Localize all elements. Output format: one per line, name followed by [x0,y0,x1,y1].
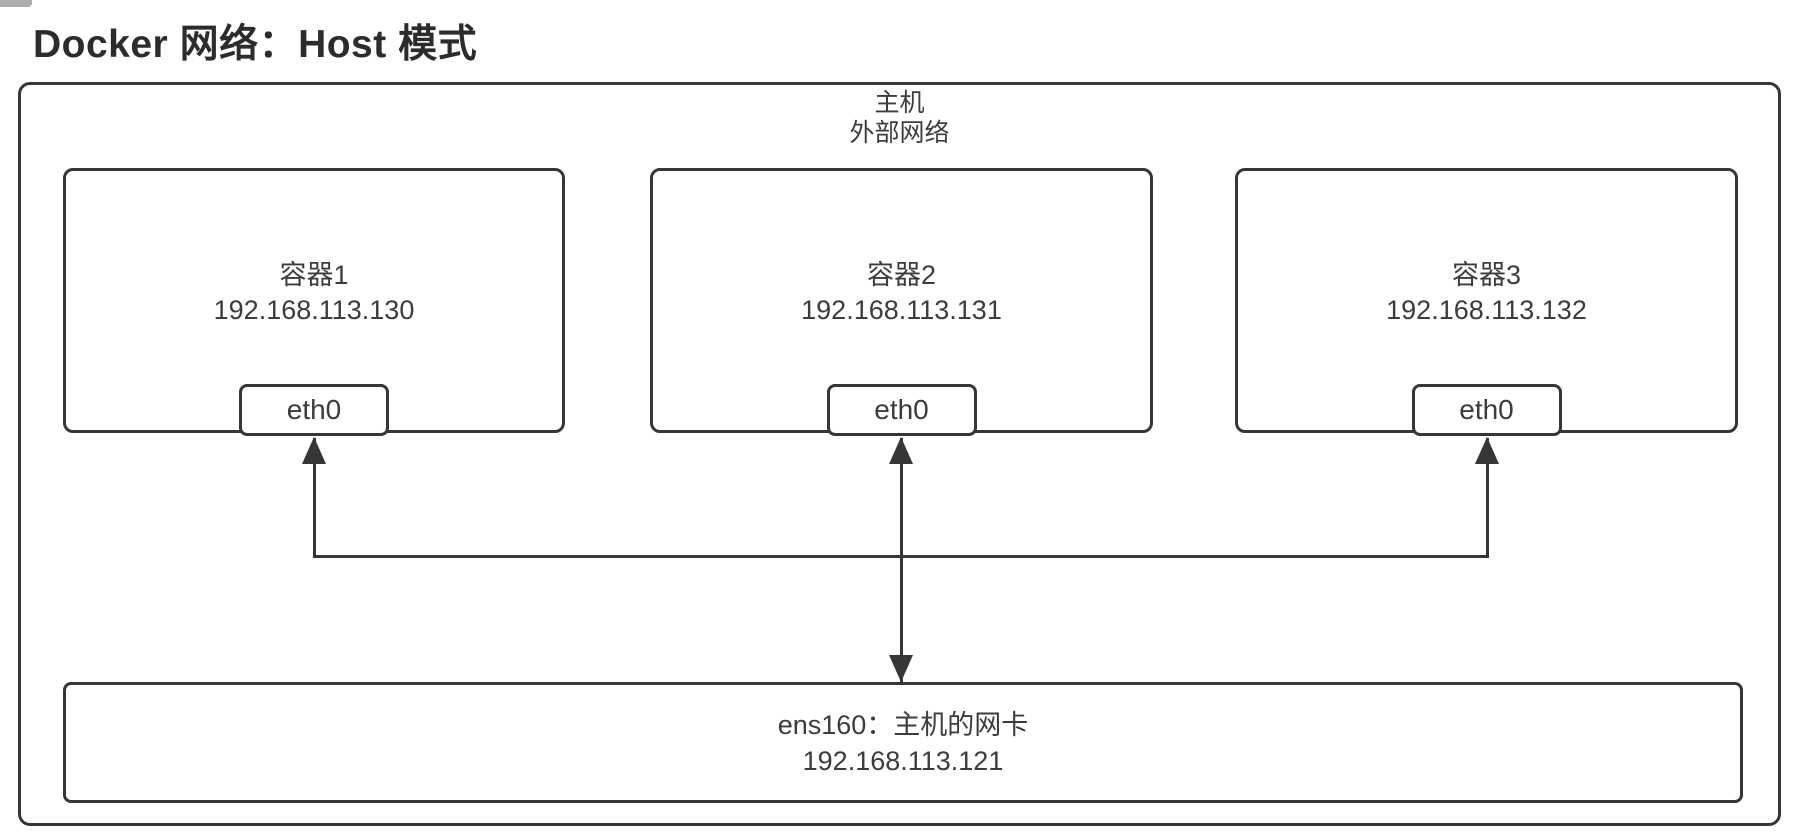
container-2-name: 容器2 [866,259,937,290]
screen-edge-artifact [0,0,32,7]
connector-line-container3 [1486,438,1489,557]
container-box-3: 容器3 192.168.113.132 eth0 [1235,168,1738,436]
container-2-text: 容器2 192.168.113.131 [801,258,1002,328]
arrowhead-down-nic [889,655,913,682]
host-label: 主机 外部网络 [21,88,1778,148]
arrowhead-up-container3 [1475,437,1499,464]
container-3-ip: 192.168.113.132 [1386,294,1587,325]
container-box-2: 容器2 192.168.113.131 eth0 [650,168,1153,436]
host-label-line1: 主机 [874,89,925,117]
host-nic-box: ens160：主机的网卡 192.168.113.121 [63,682,1743,803]
connector-line-container1 [313,438,316,557]
container-1-eth0-box: eth0 [239,384,389,436]
nic-label: ens160：主机的网卡 [777,709,1029,740]
container-2-eth0-box: eth0 [826,384,977,436]
connector-bus-line [313,555,1489,558]
arrowhead-up-container2 [889,437,913,464]
container-3-name: 容器3 [1451,259,1522,290]
container-1-ip: 192.168.113.130 [213,294,415,325]
container-1-name: 容器1 [279,259,349,290]
diagram-title: Docker 网络：Host 模式 [33,23,478,66]
nic-ip: 192.168.113.121 [802,745,1004,776]
host-label-line2: 外部网络 [849,119,950,147]
container-3-eth0-box: eth0 [1411,384,1562,436]
container-1-text: 容器1 192.168.113.130 [214,258,415,328]
connector-line-container2-to-nic [900,438,903,682]
container-2-ip: 192.168.113.131 [801,294,1002,325]
arrowhead-up-container1 [302,437,326,464]
container-box-1: 容器1 192.168.113.130 eth0 [63,168,565,436]
container-3-text: 容器3 192.168.113.132 [1386,258,1587,328]
